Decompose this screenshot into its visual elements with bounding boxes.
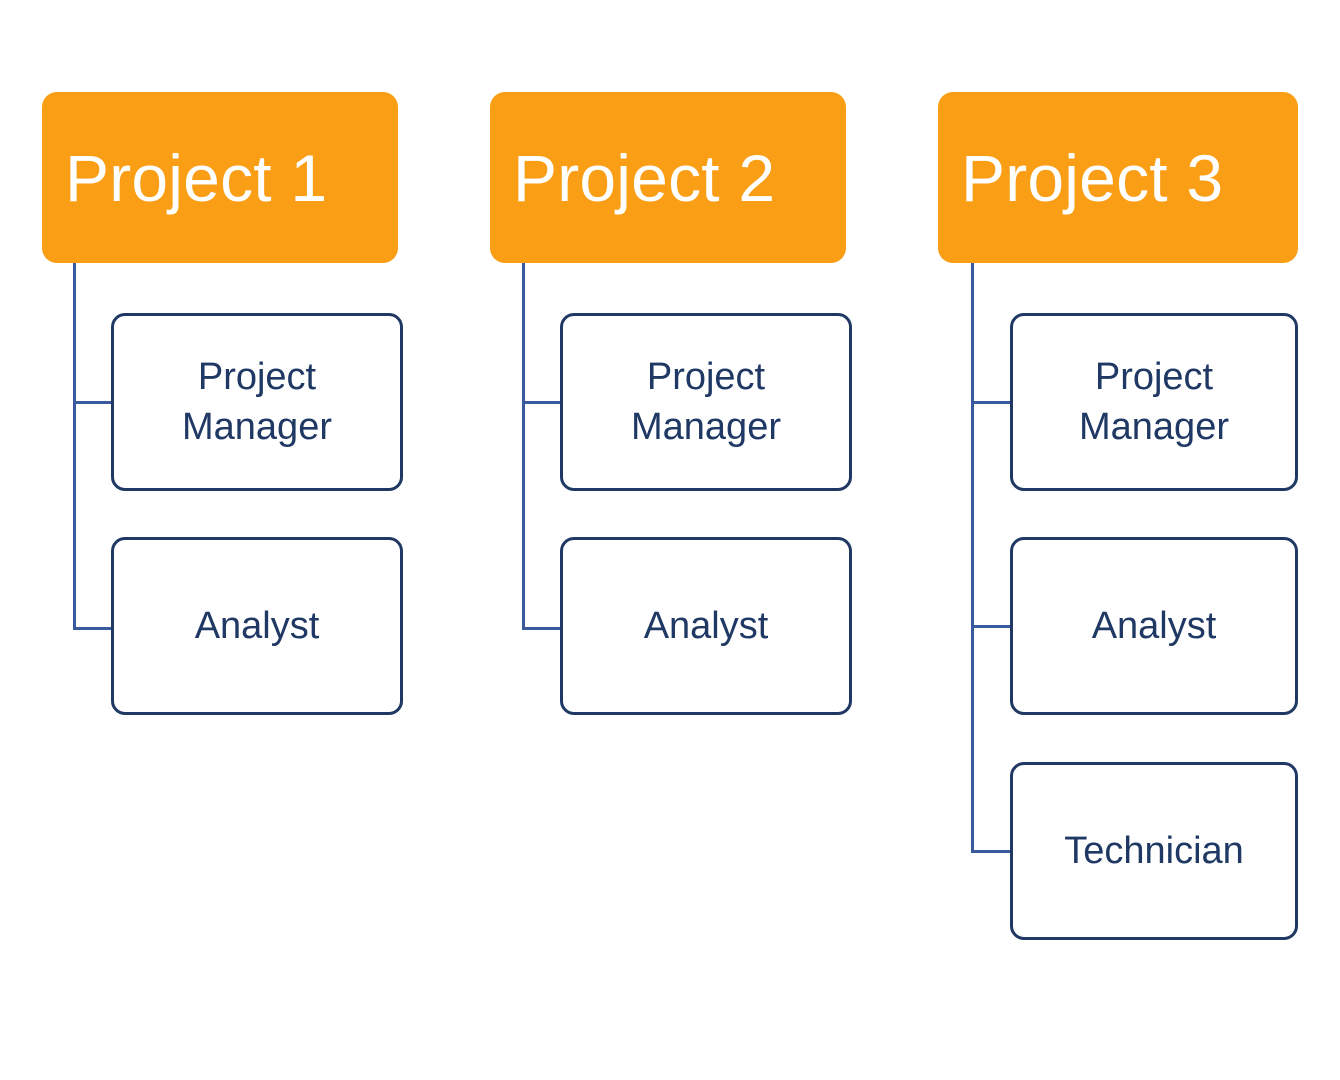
role-box-project-2-analyst[interactable]: Analyst [560, 537, 852, 715]
connector-branch-3-3 [971, 850, 1013, 853]
role-label-project-1-analyst: Analyst [194, 604, 320, 647]
role-label-project-3-project-manager: Project Manager [1079, 355, 1229, 448]
connector-branch-1-1 [73, 401, 113, 404]
connector-branch-1-2 [73, 627, 113, 630]
connector-branch-2-2 [522, 627, 562, 630]
connector-branch-3-1 [971, 401, 1013, 404]
connector-trunk-3 [971, 263, 974, 853]
connector-trunk-1 [73, 263, 76, 630]
project-header-box-2[interactable]: Project 2 [490, 92, 846, 263]
role-label-project-3-analyst: Analyst [1091, 604, 1217, 647]
connector-branch-3-2 [971, 625, 1013, 628]
role-label-project-1-project-manager: Project Manager [182, 355, 332, 448]
role-label-project-2-analyst: Analyst [643, 604, 769, 647]
role-box-project-1-analyst[interactable]: Analyst [111, 537, 403, 715]
role-box-project-3-project-manager[interactable]: Project Manager [1010, 313, 1298, 491]
connector-trunk-2 [522, 263, 525, 630]
role-box-project-2-project-manager[interactable]: Project Manager [560, 313, 852, 491]
project-header-box-1[interactable]: Project 1 [42, 92, 398, 263]
project-header-box-3[interactable]: Project 3 [938, 92, 1298, 263]
role-box-project-3-technician[interactable]: Technician [1010, 762, 1298, 940]
project-header-label-3: Project 3 [961, 140, 1224, 215]
role-label-project-2-project-manager: Project Manager [631, 355, 781, 448]
project-header-label-1: Project 1 [65, 140, 328, 215]
role-label-project-3-technician: Technician [1064, 829, 1244, 872]
role-box-project-1-project-manager[interactable]: Project Manager [111, 313, 403, 491]
role-box-project-3-analyst[interactable]: Analyst [1010, 537, 1298, 715]
project-header-label-2: Project 2 [513, 140, 776, 215]
connector-branch-2-1 [522, 401, 562, 404]
